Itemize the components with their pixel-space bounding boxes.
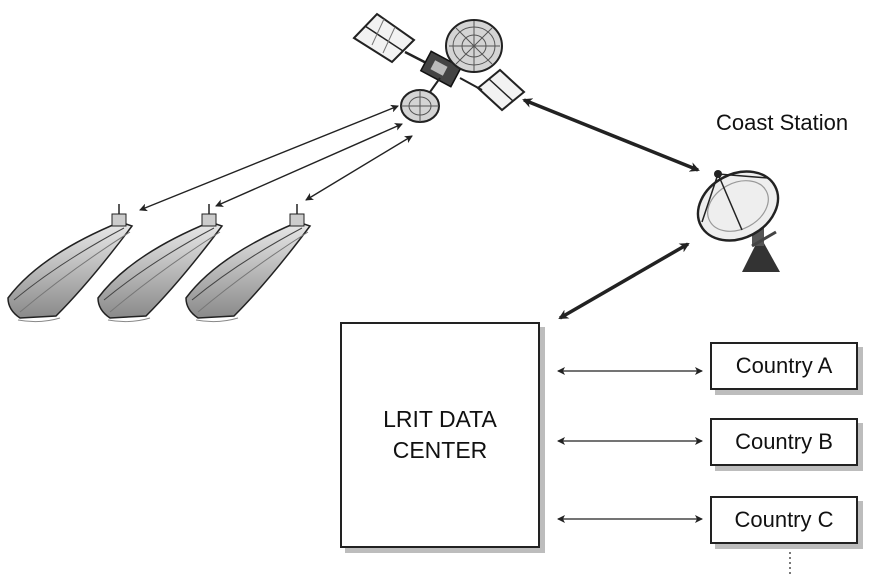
satellite-icon: [352, 12, 526, 123]
country-b-box: Country B: [710, 418, 858, 466]
country-a-box: Country A: [710, 342, 858, 390]
link-satellite-ship-3: [305, 135, 413, 201]
link-satellite-ship-2: [215, 123, 403, 207]
country-b-label: Country B: [735, 429, 833, 454]
link-coast-station-data-center: [558, 242, 690, 320]
lrit-data-center-line-1: LRIT DATA: [383, 406, 497, 432]
link-satellite-ship-1: [139, 104, 399, 212]
lrit-data-center-label: LRIT DATA CENTER: [383, 404, 497, 466]
country-c-label: Country C: [734, 507, 834, 532]
tanker-ship-icon: [7, 204, 134, 323]
country-a-label: Country A: [735, 353, 833, 378]
satellite-dish-icon: [696, 170, 780, 272]
link-satellite-coast-station: [522, 98, 700, 172]
lrit-data-center-box: LRIT DATA CENTER: [340, 322, 540, 548]
tanker-ship-icon: [185, 204, 312, 323]
coast-station-label: Coast Station: [716, 110, 849, 135]
country-c-box: Country C: [710, 496, 858, 544]
tanker-ship-icon: [97, 204, 224, 323]
lrit-data-center-line-2: CENTER: [392, 437, 488, 463]
